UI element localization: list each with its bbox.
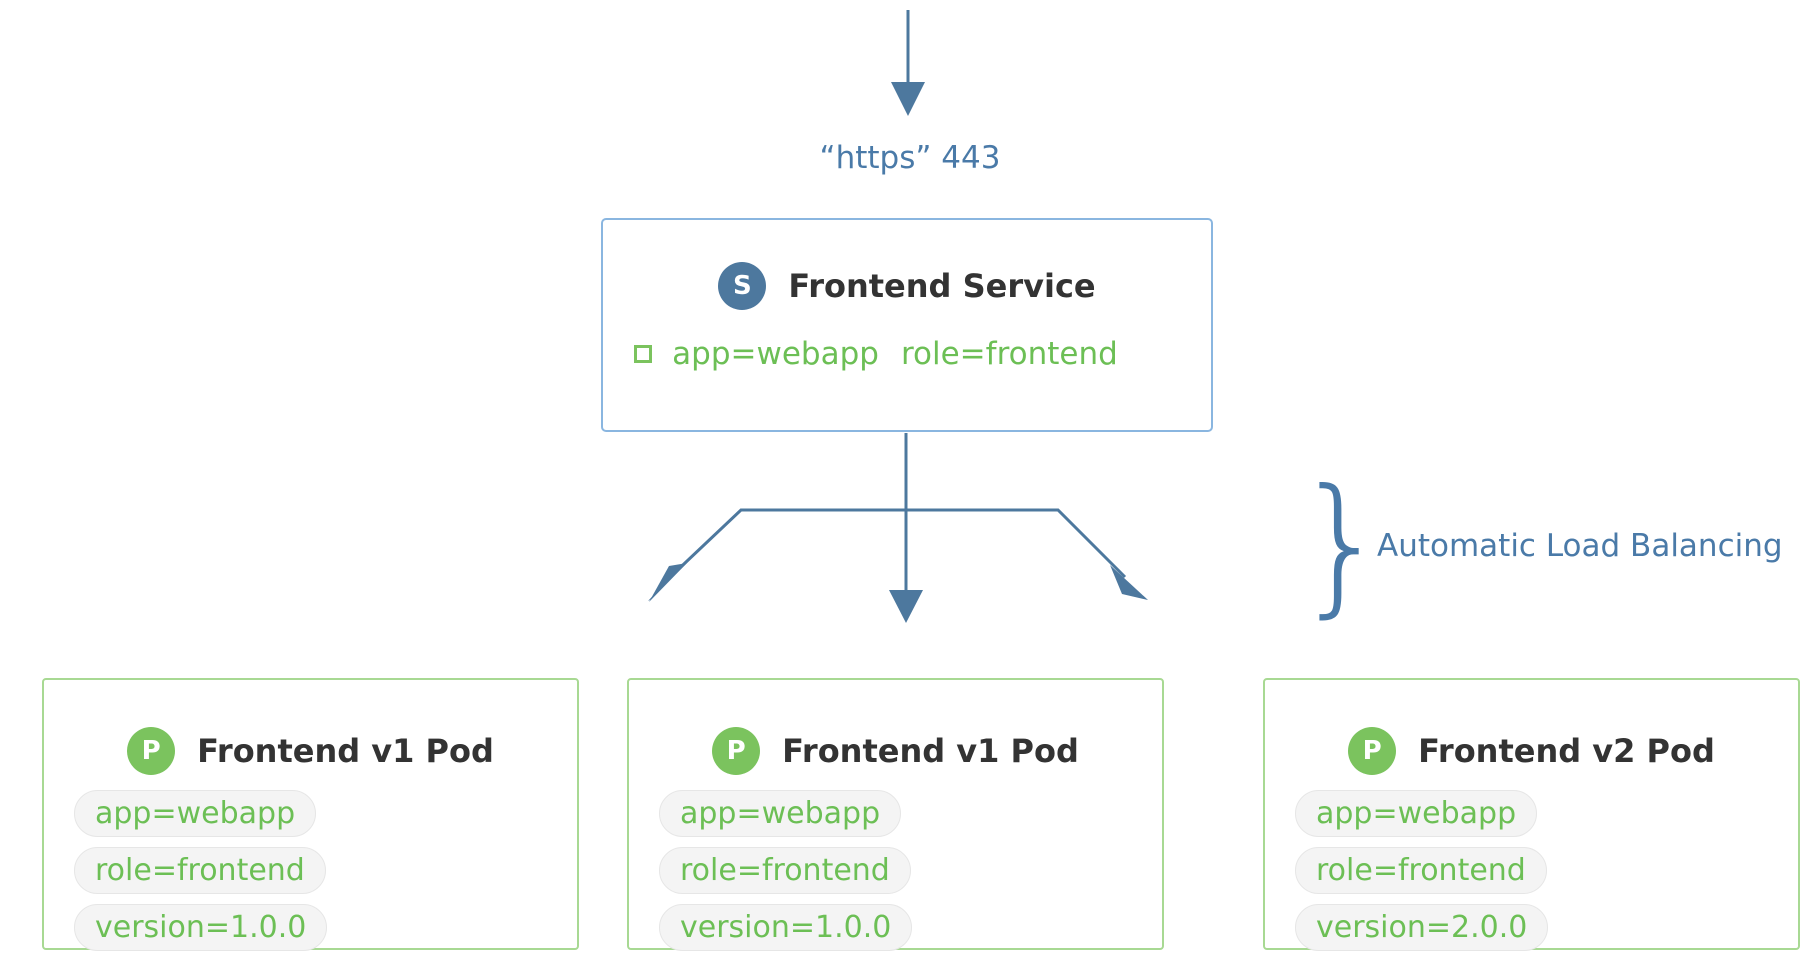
- right-curly-brace-icon: }: [1294, 458, 1390, 632]
- pod-labels: app=webapp role=frontend version=1.0.0: [74, 790, 557, 961]
- pod-title-row: P Frontend v2 Pod: [1265, 727, 1798, 775]
- label-chip: app=webapp: [1295, 790, 1538, 837]
- pod-card[interactable]: P Frontend v1 Pod app=webapp role=fronte…: [627, 678, 1164, 951]
- selector-square-icon: [634, 345, 653, 363]
- ingress-arrowhead: [891, 82, 925, 116]
- service-title-row: S Frontend Service: [603, 262, 1211, 310]
- label-chip: app=webapp: [659, 790, 902, 837]
- label-chip: role=frontend: [1295, 847, 1547, 894]
- label-chip: role=frontend: [659, 847, 911, 894]
- right-arrowhead-cap: [1110, 565, 1148, 600]
- pod-title: Frontend v1 Pod: [197, 732, 494, 770]
- pod-title-row: P Frontend v1 Pod: [44, 727, 577, 775]
- center-arrowhead: [889, 590, 923, 623]
- pod-title: Frontend v1 Pod: [782, 732, 1079, 770]
- https-port-label: “https” 443: [819, 140, 1001, 176]
- selector-label-app: app=webapp: [672, 336, 879, 372]
- left-arrowhead-cap: [649, 563, 687, 602]
- label-chip: app=webapp: [74, 790, 317, 837]
- pod-card[interactable]: P Frontend v2 Pod app=webapp role=fronte…: [1263, 678, 1800, 951]
- right-arrow-line: [906, 508, 1127, 579]
- pod-badge-icon: P: [127, 727, 176, 775]
- pod-labels: app=webapp role=frontend version=1.0.0: [659, 790, 1142, 961]
- label-chip: version=2.0.0: [1295, 904, 1549, 951]
- pod-badge-icon: P: [1348, 727, 1397, 775]
- selector-label-role: role=frontend: [900, 336, 1118, 372]
- service-selector-row: app=webapp role=frontend: [563, 336, 1211, 372]
- pod-labels: app=webapp role=frontend version=2.0.0: [1295, 790, 1778, 961]
- load-balancing-label: Automatic Load Balancing: [1377, 528, 1783, 564]
- pod-badge-icon: P: [712, 727, 761, 775]
- pod-title: Frontend v2 Pod: [1418, 732, 1715, 770]
- service-badge-icon: S: [718, 262, 767, 310]
- pod-card[interactable]: P Frontend v1 Pod app=webapp role=fronte…: [42, 678, 579, 951]
- frontend-service-box[interactable]: S Frontend Service app=webapp role=front…: [601, 218, 1213, 432]
- left-arrow-line: [665, 508, 906, 582]
- service-title: Frontend Service: [788, 267, 1096, 305]
- pod-title-row: P Frontend v1 Pod: [629, 727, 1162, 775]
- label-chip: version=1.0.0: [74, 904, 328, 951]
- label-chip: version=1.0.0: [659, 904, 913, 951]
- label-chip: role=frontend: [74, 847, 326, 894]
